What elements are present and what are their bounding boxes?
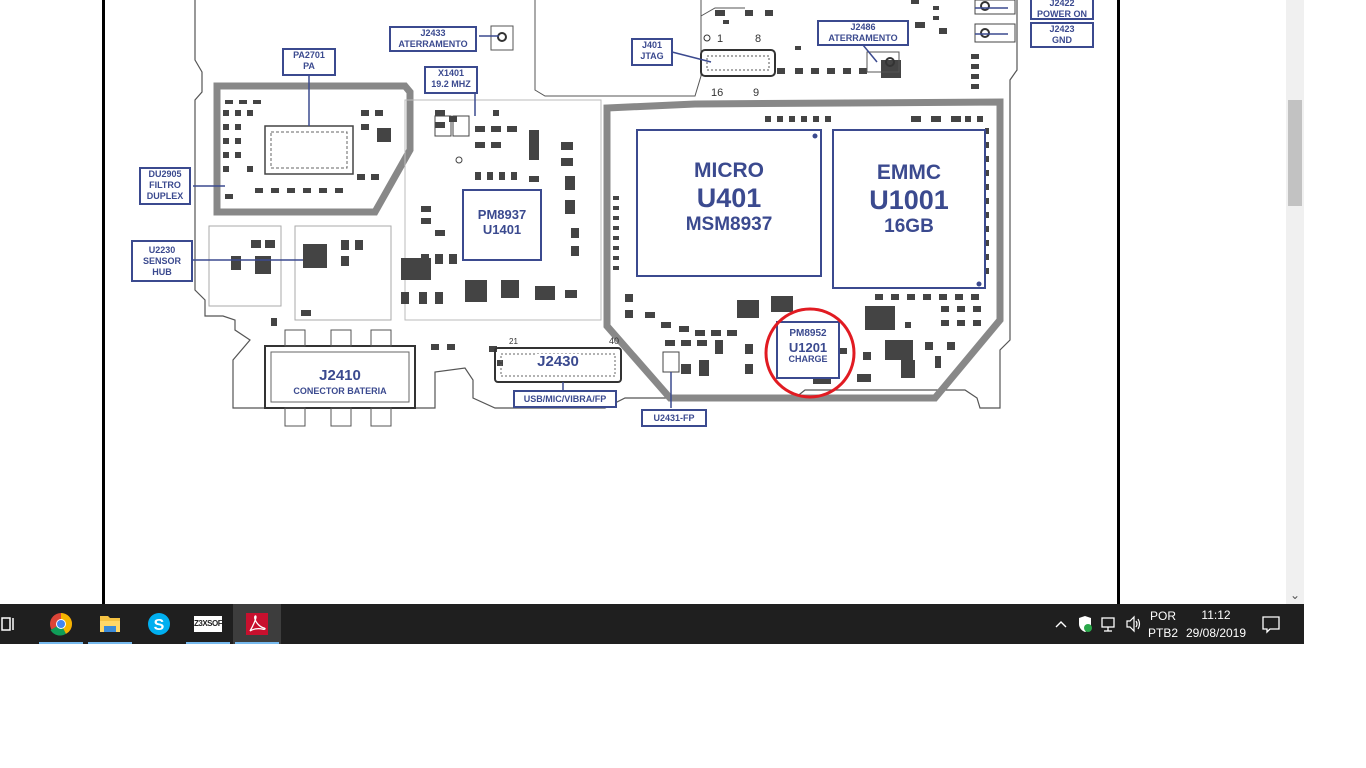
- tray-overflow-chevron-icon[interactable]: [1052, 604, 1070, 644]
- folder-icon: [100, 616, 120, 632]
- label-u2431-fp: U2431-FP: [641, 409, 707, 427]
- notification-icon: [1262, 616, 1280, 634]
- schematic-drawing: 1 8 16 9 21 40: [193, 0, 1018, 427]
- j2410-text: J2410 CONECTOR BATERIA: [293, 367, 387, 396]
- j2430-text: J2430: [535, 353, 581, 370]
- jtag-pin-8: 8: [755, 33, 761, 45]
- action-center-button[interactable]: [1256, 604, 1300, 644]
- clock-date: 29/08/2019: [1185, 626, 1247, 640]
- task-view-icon: [1, 617, 14, 631]
- emmc-u1001-text: EMMC U1001 16GB: [869, 161, 949, 238]
- pm8952-u1201-text: PM8952 U1201 CHARGE: [788, 328, 828, 365]
- clock-time: 11:12: [1201, 608, 1231, 622]
- chrome-icon: [50, 613, 72, 636]
- defender-shield-icon[interactable]: [1076, 604, 1094, 644]
- clock[interactable]: 11:12 29/08/2019: [1184, 604, 1248, 644]
- scrollbar-thumb[interactable]: [1288, 100, 1302, 206]
- task-view-button[interactable]: [0, 604, 24, 644]
- jtag-pin-16: 16: [711, 87, 723, 99]
- taskbar: S Z3XSOFT POR PTB2 11:12 29/08/2019: [0, 604, 1304, 644]
- pm8937-u1401-text: PM8937 U1401: [477, 207, 527, 237]
- taskbar-app-z3x[interactable]: Z3XSOFT: [184, 604, 232, 644]
- acrobat-icon: [246, 613, 268, 635]
- network-icon[interactable]: [1100, 604, 1120, 644]
- input-language-code: POR: [1149, 609, 1176, 623]
- keyboard-layout: PTB2: [1147, 626, 1178, 640]
- label-usb-mic-vibra-fp: USB/MIC/VIBRA/FP: [513, 390, 617, 408]
- jtag-pin-9: 9: [753, 87, 759, 99]
- z3x-icon: Z3XSOFT: [194, 616, 227, 632]
- conn-pin-21: 21: [509, 337, 518, 346]
- vertical-scrollbar[interactable]: ⌄: [1286, 0, 1304, 604]
- input-language[interactable]: POR PTB2: [1146, 604, 1180, 644]
- scroll-down-arrow-icon[interactable]: ⌄: [1289, 588, 1301, 602]
- highlight-circle: [764, 307, 856, 399]
- conn-pin-40: 40: [609, 336, 619, 346]
- taskbar-app-acrobat[interactable]: [233, 604, 281, 644]
- taskbar-app-chrome[interactable]: [37, 604, 85, 644]
- micro-u401-text: MICRO U401 MSM8937: [685, 159, 773, 236]
- jtag-pin-1: 1: [717, 33, 723, 45]
- taskbar-app-file-explorer[interactable]: [86, 604, 134, 644]
- taskbar-app-skype[interactable]: S: [135, 604, 183, 644]
- svg-text:S: S: [154, 617, 165, 634]
- skype-icon: S: [148, 613, 170, 635]
- volume-icon[interactable]: [1124, 604, 1144, 644]
